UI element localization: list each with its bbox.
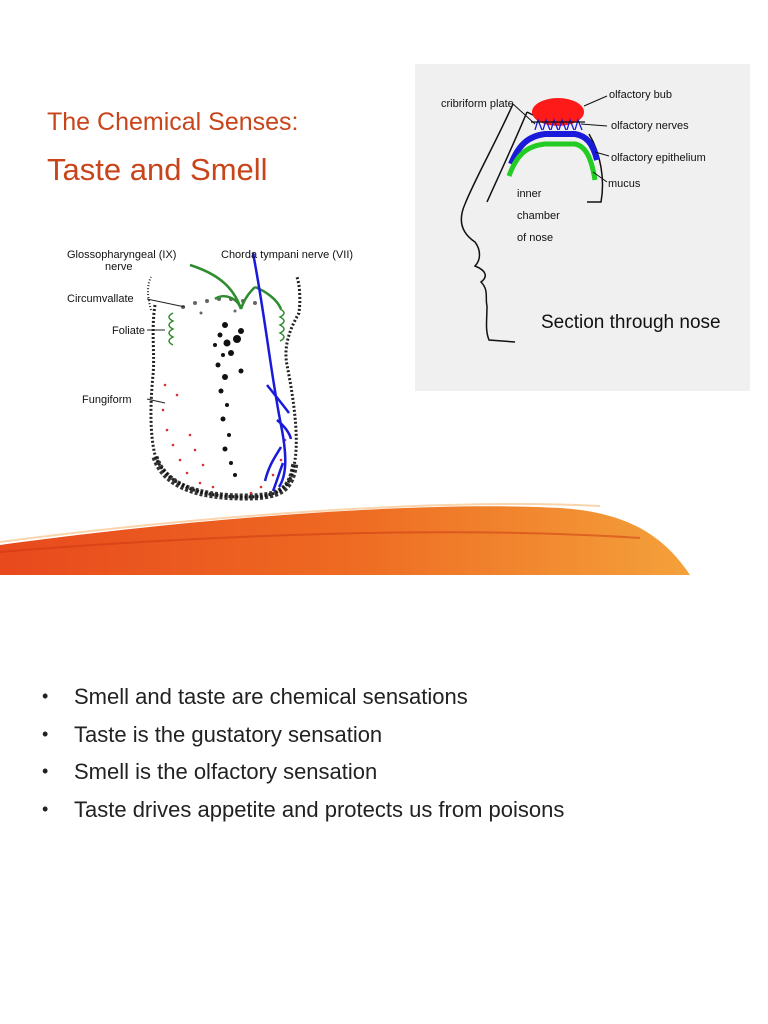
foliate-label: Foliate xyxy=(112,325,145,337)
tongue-outline xyxy=(149,276,302,499)
chorda-tympani-label: Chorda tympani nerve (VII) xyxy=(221,249,353,261)
bullet-text: Smell is the olfactory sensation xyxy=(74,759,378,784)
glossopharyngeal-label-nerve: nerve xyxy=(105,261,133,273)
olfactory-nerves xyxy=(534,118,583,131)
cribriform-plate-label: cribriform plate xyxy=(441,98,514,110)
bullet-text: Taste drives appetite and protects us fr… xyxy=(74,796,565,822)
circumvallate-label: Circumvallate xyxy=(67,293,134,305)
notes-bullet-list: • Smell and taste are chemical sensations… xyxy=(42,678,742,828)
glossopharyngeal-nerve xyxy=(189,263,283,310)
tongue-diagram: Glossopharyngeal (IX) nerve Chorda tympa… xyxy=(67,249,353,501)
bullet-text: Taste is the gustatory sensation xyxy=(74,721,383,747)
olfactory-bulb xyxy=(532,98,584,126)
bullet-item: • Smell and taste are chemical sensations xyxy=(42,678,742,716)
olfactory-bulb-label: olfactory bub xyxy=(609,89,672,101)
nose-section-diagram: cribriform plate olfactory bub olfactory… xyxy=(415,64,750,391)
decorative-swoosh xyxy=(0,503,690,575)
glossopharyngeal-label: Glossopharyngeal (IX) xyxy=(67,249,176,261)
bullet-item: • Smell is the olfactory sensation xyxy=(42,753,742,791)
bullet-item: • Taste drives appetite and protects us f… xyxy=(42,791,742,829)
mucus-label: mucus xyxy=(608,178,641,190)
foliate-papillae xyxy=(168,308,285,346)
inner-chamber-label-3: of nose xyxy=(517,232,553,244)
fungiform-label: Fungiform xyxy=(82,394,132,406)
inner-chamber-label-1: inner xyxy=(517,188,542,200)
slide: The Chemical Senses: Taste and Smell xyxy=(0,64,750,575)
inner-chamber-label-2: chamber xyxy=(517,210,560,222)
slide-title-line2: Taste and Smell xyxy=(47,152,268,187)
median-sulcus xyxy=(213,322,244,477)
olfactory-epithelium xyxy=(508,131,600,166)
bullet-text: Smell and taste are chemical sensations xyxy=(74,684,468,709)
bullet-item: • Taste is the gustatory sensation xyxy=(42,716,742,754)
bullet-dot-icon: • xyxy=(42,723,49,744)
bullet-dot-icon: • xyxy=(42,686,49,706)
bullet-dot-icon: • xyxy=(42,761,49,781)
fungiform-papillae xyxy=(161,383,287,495)
chorda-tympani-nerve xyxy=(251,252,293,492)
olfactory-epithelium-label: olfactory epithelium xyxy=(611,152,706,164)
nose-caption: Section through nose xyxy=(541,312,721,333)
mucus-layer xyxy=(506,141,598,181)
slide-title-line1: The Chemical Senses: xyxy=(47,108,299,136)
olfactory-nerves-label: olfactory nerves xyxy=(611,120,689,132)
nose-profile-outline xyxy=(460,103,516,343)
bullet-dot-icon: • xyxy=(42,798,49,819)
